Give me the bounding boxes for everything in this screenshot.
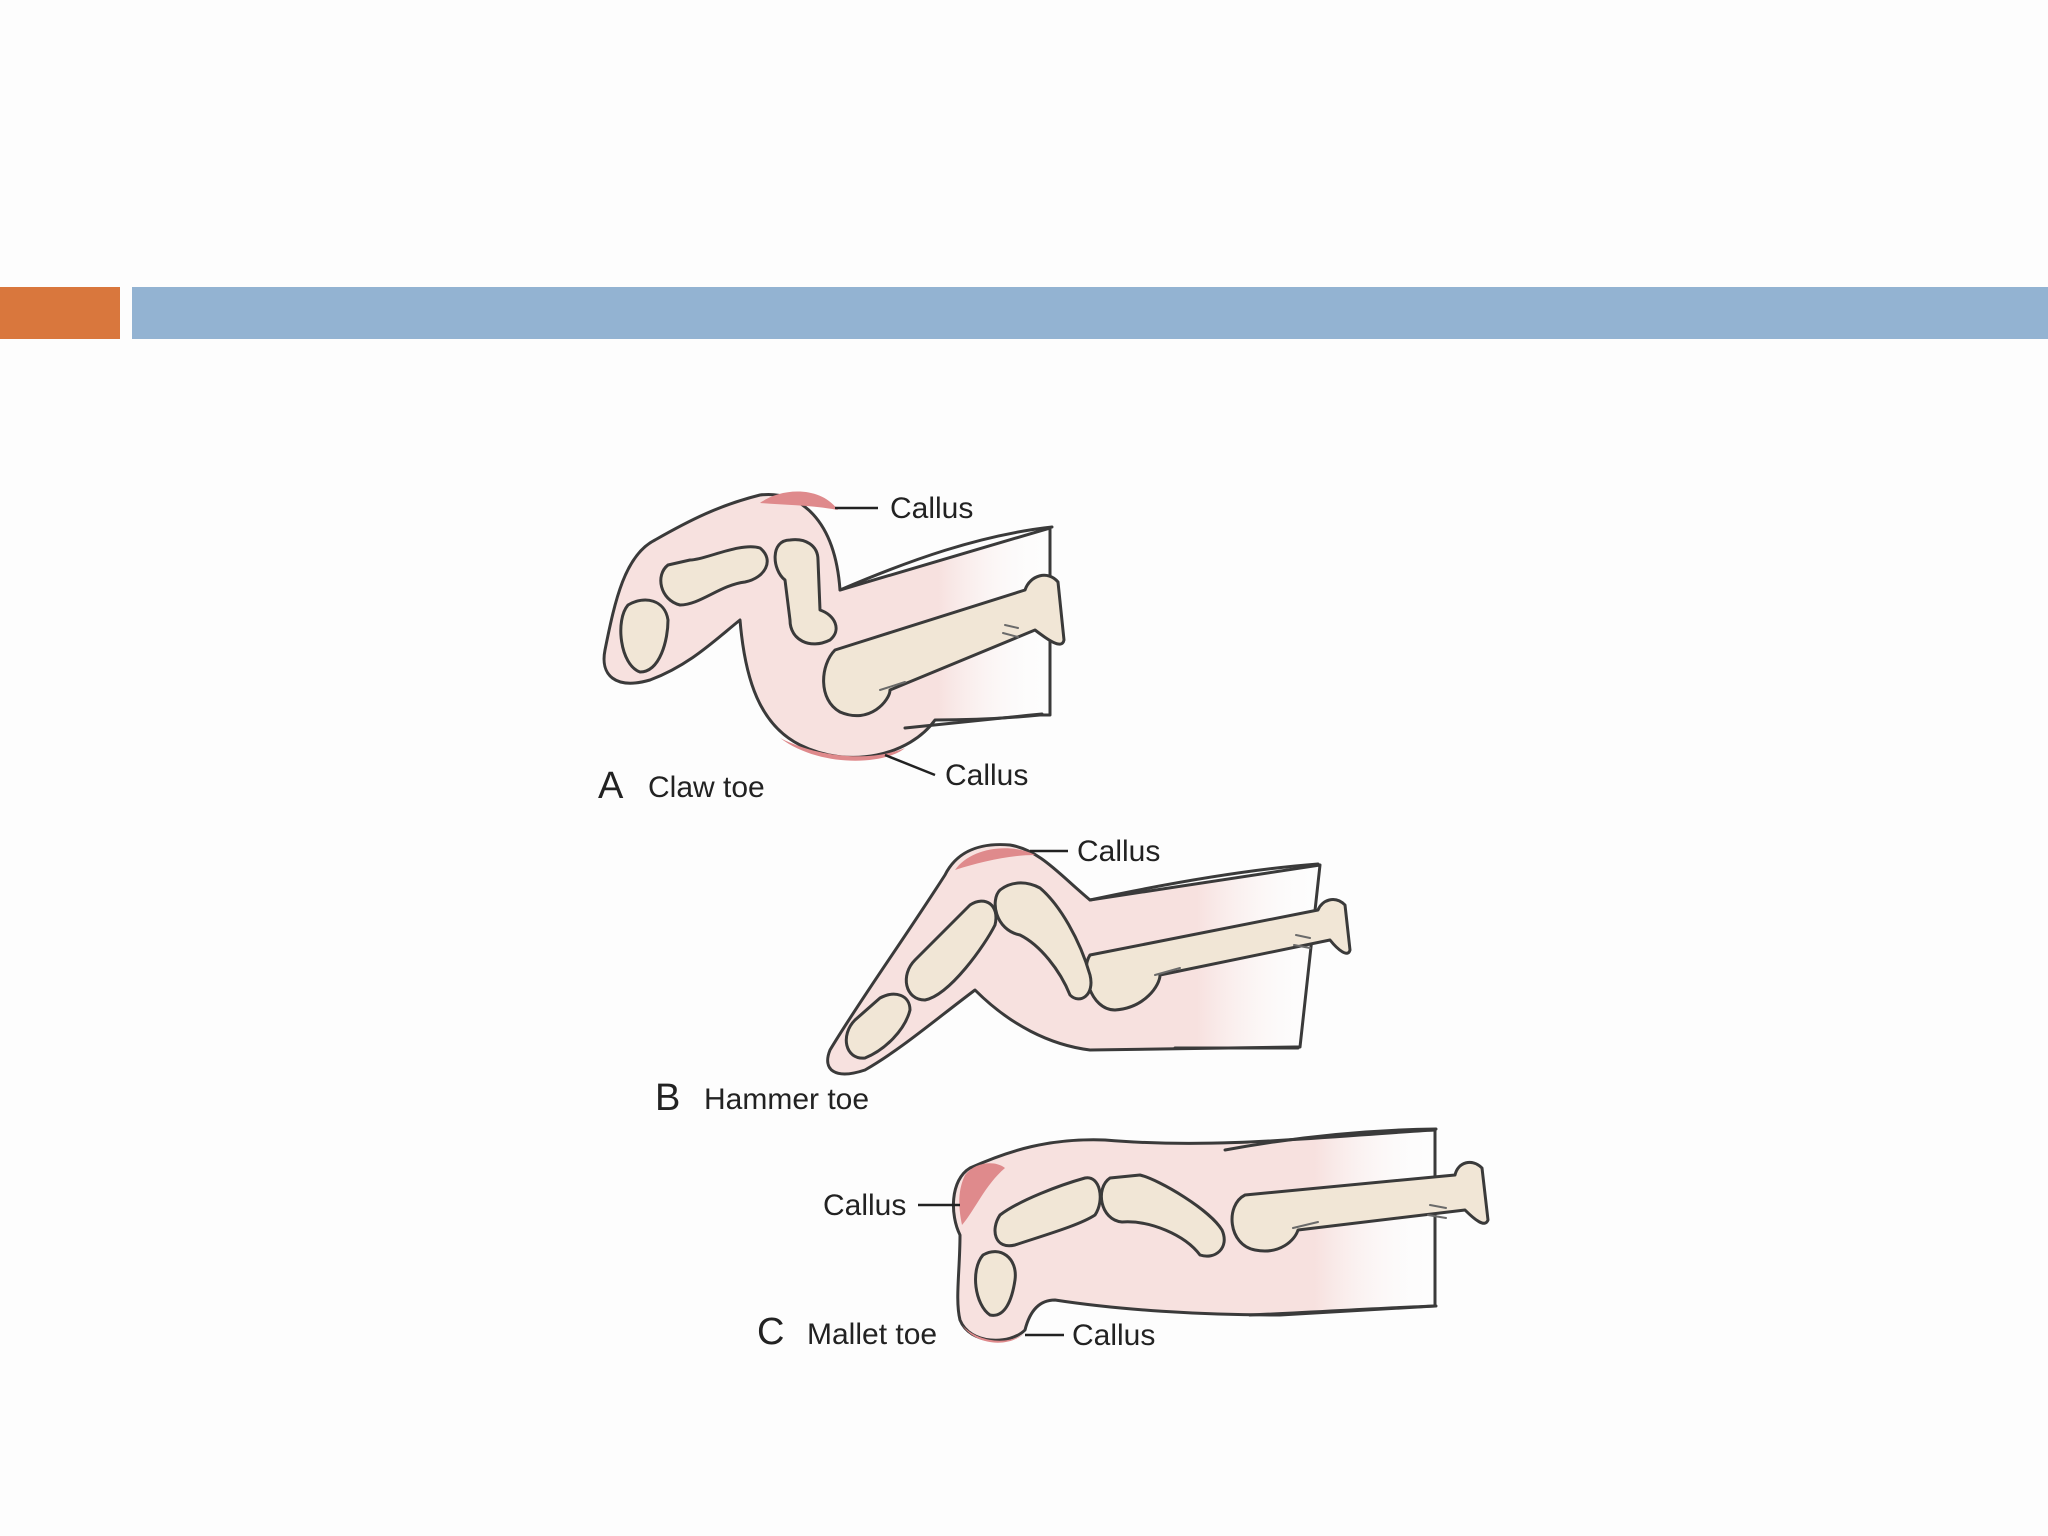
mallet-toe-middle-phalanx — [993, 1176, 1102, 1248]
panel-a-callus-bottom-leader — [884, 753, 936, 777]
panel-a-callus-bottom-label: Callus — [945, 759, 1028, 792]
claw-toe-plantar-callus — [780, 738, 905, 761]
hammer-toe-middle-phalanx — [904, 899, 998, 1002]
panel-a-letter: A — [598, 765, 624, 807]
hammer-toe-proximal-phalanx — [993, 881, 1093, 1001]
mallet-toe-proximal-phalanx — [1100, 1173, 1226, 1258]
hammer-toe-metatarsal-bone — [1084, 898, 1352, 1012]
panel-b-letter: B — [655, 1077, 680, 1119]
panel-b-hammer-toe — [826, 843, 1352, 1076]
claw-toe-metatarsal-bone — [822, 573, 1066, 718]
panel-c-callus-bottom-label: Callus — [1072, 1319, 1155, 1352]
claw-toe-bottom-skin-line — [903, 712, 1044, 730]
panel-b-callus-top-label: Callus — [1077, 835, 1160, 868]
panel-c-letter: C — [757, 1311, 784, 1353]
panel-c-mallet-toe — [951, 1127, 1490, 1343]
mallet-toe-distal-phalanx — [974, 1250, 1017, 1317]
panel-b-title: Hammer toe — [704, 1083, 869, 1116]
title-accent-bar-blue — [132, 287, 2048, 339]
claw-toe-dorsal-callus — [760, 491, 838, 510]
panel-a-claw-toe — [602, 491, 1066, 761]
mallet-toe-plantar-callus — [962, 1325, 1028, 1343]
claw-toe-middle-phalanx — [659, 545, 769, 607]
title-accent-bar-orange — [0, 287, 120, 339]
mallet-toe-bottom-skin-line — [1248, 1304, 1438, 1317]
panel-a-callus-top-label: Callus — [890, 492, 973, 525]
panel-c-title: Mallet toe — [807, 1318, 937, 1351]
panel-a-title: Claw toe — [648, 771, 765, 804]
mallet-toe-top-skin-line — [1223, 1127, 1438, 1152]
claw-toe-proximal-phalanx — [773, 538, 838, 646]
claw-toe-top-skin-line — [838, 525, 1054, 592]
hammer-toe-dorsal-callus — [955, 848, 1035, 870]
panel-c-callus-tip-label: Callus — [823, 1189, 906, 1222]
hammer-toe-top-skin-line — [1088, 862, 1320, 902]
mallet-toe-tip-callus — [959, 1163, 1005, 1225]
claw-toe-distal-phalanx — [619, 598, 670, 674]
hammer-toe-distal-phalanx — [844, 992, 912, 1060]
mallet-toe-metatarsal-bone — [1230, 1160, 1490, 1253]
